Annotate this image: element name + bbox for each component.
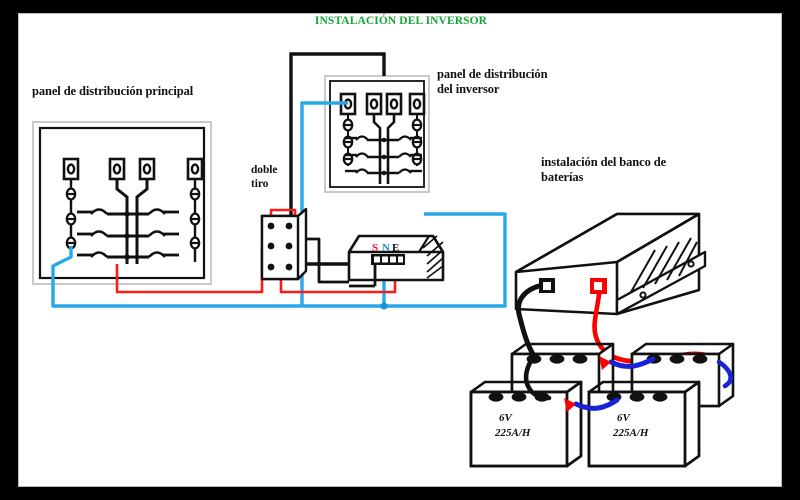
dc-negative-branch xyxy=(523,353,552,401)
inverter-dc-negative-terminal[interactable] xyxy=(539,278,555,293)
battery-front-left[interactable]: 6V 225A/H xyxy=(469,380,583,468)
battery-2-voltage: 6V xyxy=(617,412,632,424)
inverter-unit[interactable]: S N E xyxy=(347,234,445,288)
inverter-vents xyxy=(422,235,444,279)
inverter-box-vents xyxy=(630,237,698,293)
main-panel-branches-left xyxy=(77,208,108,258)
inverter-panel-left-circuit xyxy=(342,114,354,166)
inverter-panel-breaker-2[interactable] xyxy=(365,92,383,116)
inverter-terminal-block[interactable] xyxy=(371,254,405,265)
battery-2-capacity: 225A/H xyxy=(612,427,649,439)
inverter-box-3d[interactable] xyxy=(514,212,707,316)
battery-front-right[interactable]: 6V 225A/H xyxy=(587,380,701,468)
inverter-panel-breaker-3[interactable] xyxy=(385,92,403,116)
series-link-cross xyxy=(716,359,733,389)
main-panel-breaker-3[interactable] xyxy=(138,157,156,181)
main-panel-breaker-1[interactable] xyxy=(62,157,80,181)
main-panel-left-circuit xyxy=(65,179,77,250)
inverter-panel-right-circuit xyxy=(411,114,423,166)
inverter-dc-positive-terminal[interactable] xyxy=(590,278,607,294)
main-distribution-panel[interactable] xyxy=(32,121,212,285)
inverter-panel-bus xyxy=(367,114,399,184)
wiring-diagram-svg: S N E xyxy=(32,52,735,468)
main-panel-bus xyxy=(107,179,149,264)
transfer-switch[interactable] xyxy=(260,207,349,284)
label-main-distribution-panel: panel de distribución principal xyxy=(32,84,194,98)
battery-1-capacity: 225A/H xyxy=(494,427,531,439)
inverter-panel-feed-black xyxy=(289,52,386,266)
terminal-marking-s: S xyxy=(372,242,378,254)
main-panel-branches-right xyxy=(148,208,179,258)
main-panel-right-circuit xyxy=(189,179,201,262)
label-inverter-distribution-panel: panel de distribución del inversor xyxy=(437,67,548,96)
main-panel-breaker-4[interactable] xyxy=(186,157,204,181)
label-battery-bank: instalación del banco de baterías xyxy=(541,155,667,184)
page-title: INSTALACIÓN DEL INVERSOR xyxy=(314,15,488,27)
series-link-front xyxy=(564,397,620,412)
series-link-back xyxy=(599,356,656,370)
battery-1-voltage: 6V xyxy=(499,412,514,424)
label-transfer-switch: doble tiro xyxy=(251,164,278,190)
terminal-marking-n: N xyxy=(382,242,390,254)
inverter-panel-breaker-4[interactable] xyxy=(408,92,426,116)
inverter-distribution-panel[interactable] xyxy=(324,75,430,193)
inverter-panel-branches xyxy=(345,135,422,174)
main-panel-breaker-2[interactable] xyxy=(108,157,126,181)
diagram-canvas: INSTALACIÓN DEL INVERSOR panel de distri… xyxy=(18,13,782,487)
terminal-marking-e: E xyxy=(392,242,399,254)
